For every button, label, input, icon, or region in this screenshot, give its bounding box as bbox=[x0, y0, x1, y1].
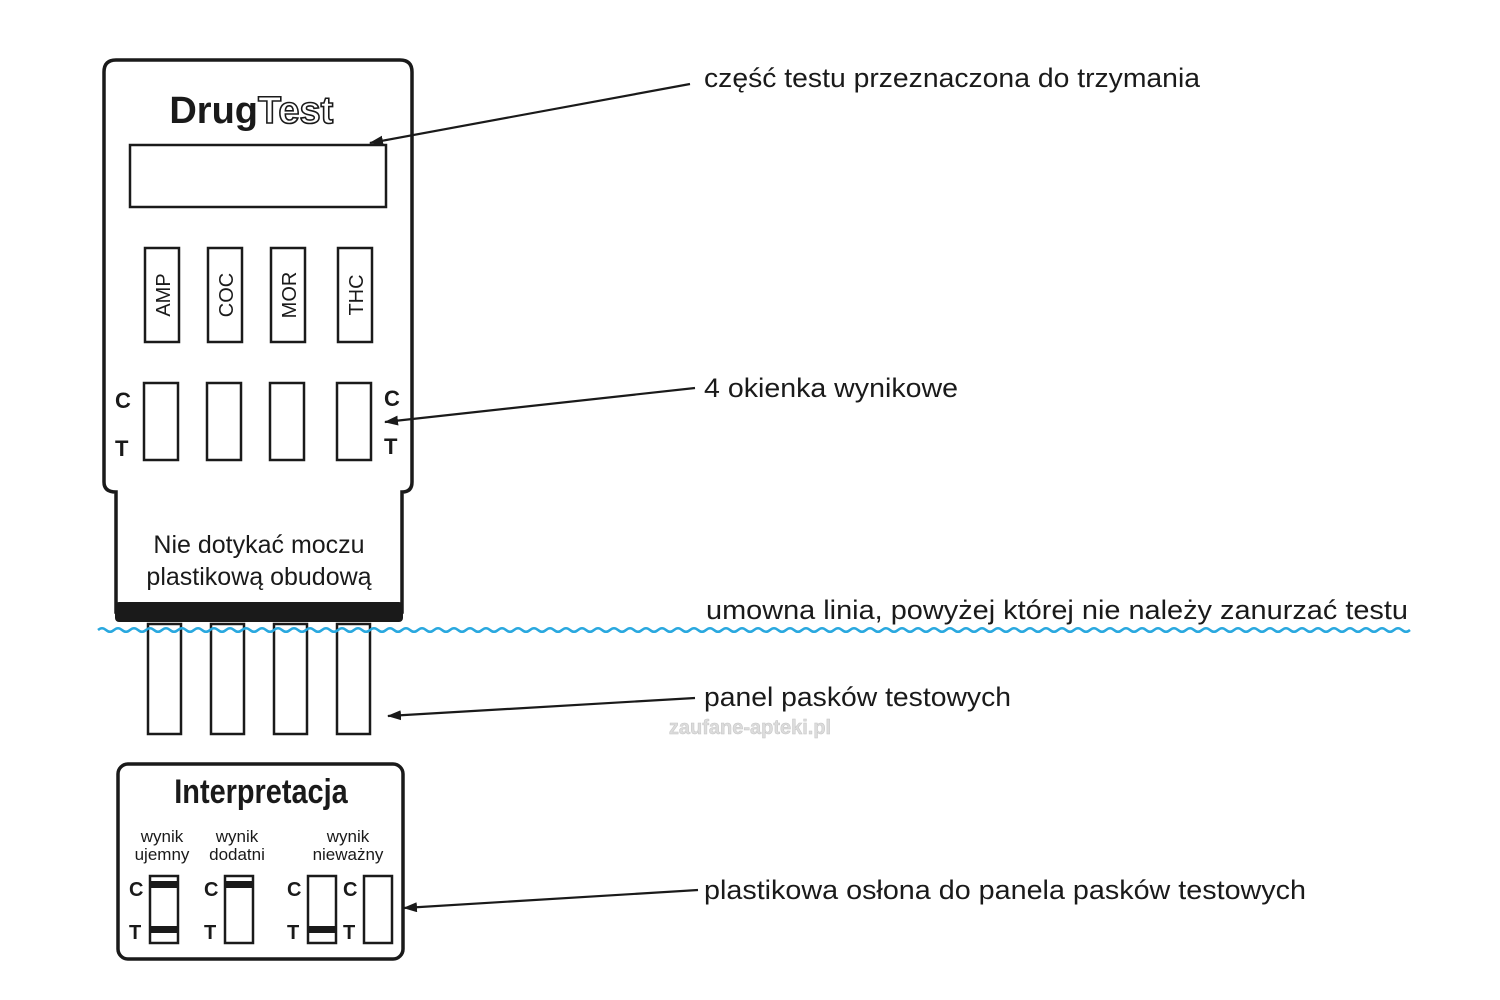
test-strip-1 bbox=[146, 622, 183, 736]
negative-test-line bbox=[150, 926, 178, 933]
positive-control-line bbox=[225, 881, 253, 888]
invalid-label-2: nieważny bbox=[313, 845, 384, 864]
invalid1-c-label: C bbox=[287, 879, 301, 901]
callout-dip-line: umowna linia, powyżej której nie należy … bbox=[706, 595, 1408, 625]
test-label-left: T bbox=[115, 436, 129, 461]
warning-line-1: Nie dotykać moczu bbox=[153, 531, 364, 559]
logo-drug: Drug bbox=[169, 90, 258, 132]
callout-arrow-handle bbox=[369, 82, 691, 146]
watermark: zaufane-apteki.pl bbox=[669, 717, 831, 739]
result-window-2 bbox=[205, 381, 243, 462]
dip-wave-line bbox=[97, 627, 1411, 633]
device-body-outline bbox=[102, 58, 414, 614]
test-label-right: T bbox=[384, 434, 398, 459]
warning-line-2: plastikową obudową bbox=[146, 563, 371, 591]
callout-arrow-cover bbox=[403, 888, 699, 913]
invalid1-test-line bbox=[308, 926, 336, 933]
drug-label-amp: AMP bbox=[153, 273, 175, 316]
callout-windows: 4 okienka wynikowe bbox=[704, 373, 958, 403]
result-window-4 bbox=[335, 381, 373, 462]
interpretation-title: Interpretacja bbox=[174, 772, 348, 811]
drug-label-mor: MOR bbox=[279, 272, 301, 319]
callout-arrow-strips bbox=[387, 696, 696, 721]
negative-label-1: wynik bbox=[140, 827, 184, 846]
control-label-left: C bbox=[115, 388, 131, 413]
drug-label-box-thc bbox=[336, 246, 374, 344]
result-window-1 bbox=[142, 381, 180, 462]
interpretation-cover: Interpretacja wynik ujemny wynik dodatni… bbox=[116, 762, 405, 961]
result-window-3 bbox=[268, 381, 306, 462]
drug-label-box-amp bbox=[143, 246, 181, 344]
invalid1-t-label: T bbox=[287, 922, 299, 944]
negative-c-label: C bbox=[129, 879, 143, 901]
negative-label-2: ujemny bbox=[135, 845, 190, 864]
test-device: Drug Test AMP COC MOR THC C T C T Nie do… bbox=[102, 58, 414, 622]
test-strips bbox=[146, 622, 372, 736]
control-label-right: C bbox=[384, 386, 400, 411]
negative-control-line bbox=[150, 881, 178, 888]
label-window bbox=[128, 143, 388, 209]
callout-arrow-windows bbox=[384, 386, 696, 426]
positive-label-2: dodatni bbox=[209, 845, 265, 864]
positive-c-label: C bbox=[204, 879, 218, 901]
drug-label-box-coc bbox=[206, 246, 244, 344]
test-strip-4 bbox=[335, 622, 372, 736]
callout-cover: plastikowa osłona do panela pasków testo… bbox=[704, 875, 1306, 905]
positive-t-label: T bbox=[204, 922, 216, 944]
invalid2-result-window bbox=[362, 874, 394, 945]
drug-label-coc: COC bbox=[216, 273, 238, 317]
invalid2-t-label: T bbox=[343, 922, 355, 944]
test-strip-3 bbox=[272, 622, 309, 736]
callout-strips: panel pasków testowych bbox=[704, 682, 1011, 712]
dip-boundary-bar bbox=[115, 602, 403, 622]
test-strip-2 bbox=[209, 622, 246, 736]
invalid2-c-label: C bbox=[343, 879, 357, 901]
logo-test: Test bbox=[258, 90, 334, 132]
drug-label-thc: THC bbox=[346, 274, 368, 315]
positive-label-1: wynik bbox=[215, 827, 259, 846]
callout-handle: część testu przeznaczona do trzymania bbox=[704, 63, 1201, 93]
negative-t-label: T bbox=[129, 922, 141, 944]
drug-label-box-mor bbox=[269, 246, 307, 344]
invalid-label-1: wynik bbox=[326, 827, 370, 846]
